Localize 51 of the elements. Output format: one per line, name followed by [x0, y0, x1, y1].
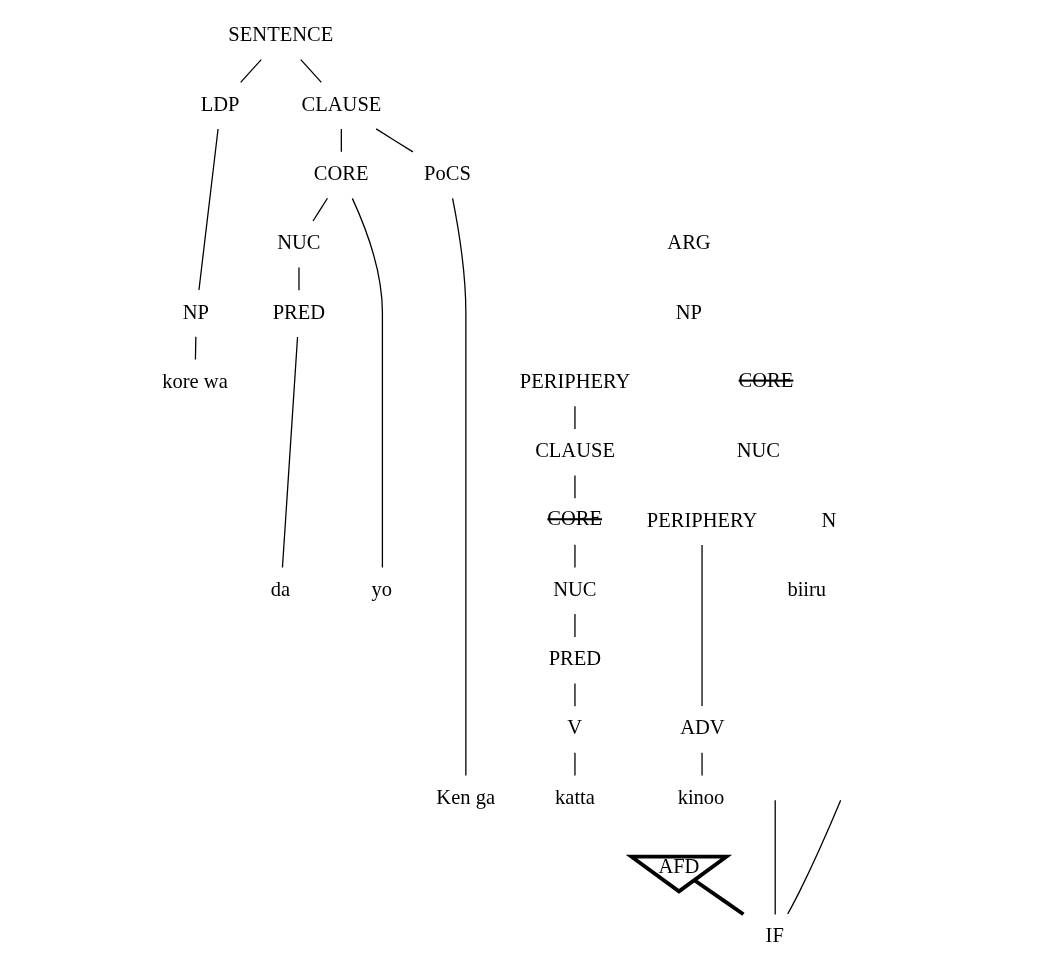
node-text: V	[566, 716, 582, 739]
node-text: CORE	[546, 507, 602, 530]
node-text: IF	[765, 924, 784, 947]
node-text: kore wa	[161, 369, 228, 392]
connector	[573, 613, 576, 638]
connector	[573, 544, 576, 569]
connector	[340, 128, 342, 153]
node-text: PRED	[272, 300, 325, 323]
connector	[451, 197, 466, 777]
node-text: NUC	[276, 231, 320, 254]
node-text: PERIPHERY	[519, 369, 630, 392]
connector	[692, 878, 744, 916]
connector	[239, 58, 262, 83]
connector	[573, 752, 576, 777]
node-text: ADV	[679, 716, 725, 739]
node-text: Ken ga	[435, 785, 495, 808]
node-text: N	[820, 508, 836, 531]
node-text: PERIPHERY	[646, 508, 757, 531]
node-text: LDP	[200, 92, 240, 115]
node-text: CLAUSE	[301, 92, 381, 115]
node-text: kinoo	[677, 785, 724, 808]
connector	[774, 799, 776, 916]
node-text: katta	[554, 785, 595, 808]
connector	[375, 128, 414, 153]
connector	[573, 474, 576, 499]
node-text: ARG	[666, 231, 711, 254]
node-text: NP	[182, 300, 209, 323]
node-text: PoCS	[423, 161, 471, 184]
connector	[194, 336, 196, 361]
connector	[299, 58, 322, 83]
connector	[351, 197, 383, 569]
connector	[786, 799, 841, 915]
connector	[281, 336, 298, 569]
connector	[197, 128, 219, 291]
node-text: da	[270, 577, 290, 600]
connector	[297, 266, 300, 291]
node-text: CORE	[738, 368, 793, 391]
node-text: CORE	[313, 161, 368, 184]
node-text: biiru	[786, 577, 826, 600]
connector	[573, 682, 576, 707]
node-text: SENTENCE	[227, 23, 333, 46]
node-text: CLAUSE	[534, 439, 615, 462]
connector	[700, 544, 703, 707]
connector	[573, 405, 576, 430]
node-text: NUC	[736, 439, 780, 462]
connector	[311, 197, 328, 222]
node-text: PRED	[548, 647, 601, 670]
node-text: yo	[371, 577, 392, 600]
node-text: NUC	[552, 577, 596, 600]
connector	[700, 752, 703, 777]
node-text: NP	[675, 300, 702, 323]
